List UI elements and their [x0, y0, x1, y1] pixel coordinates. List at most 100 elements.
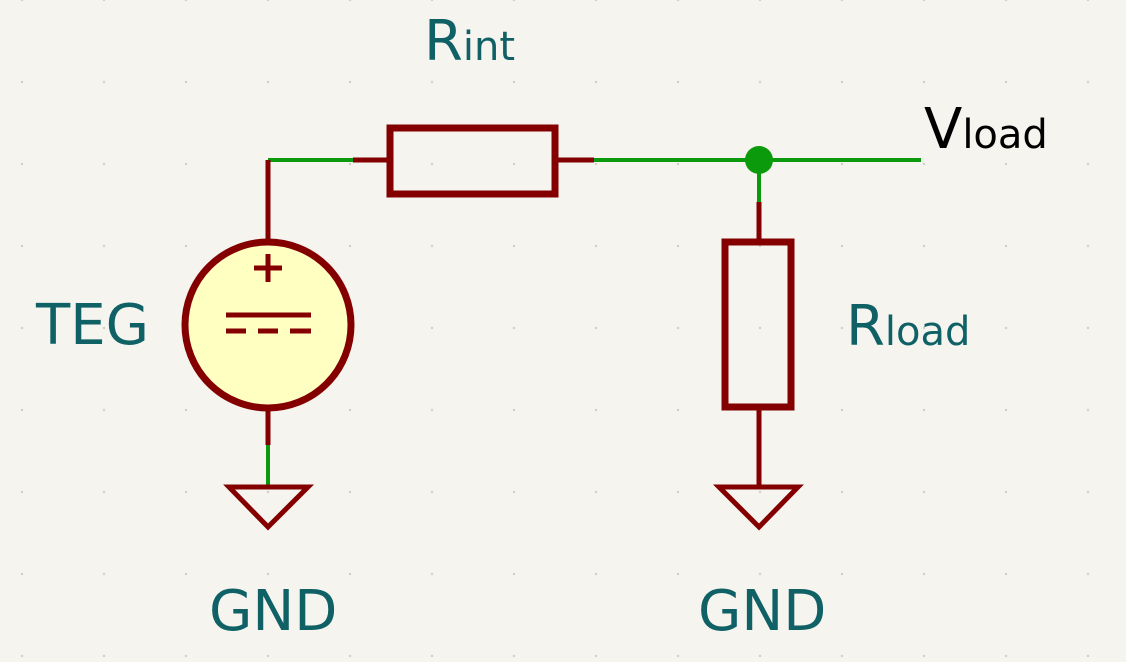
grid-dot: [430, 408, 434, 412]
grid-dot: [840, 80, 844, 84]
grid-dot: [512, 80, 516, 84]
grid-dot: [676, 572, 680, 576]
grid-dot: [1004, 244, 1008, 248]
grid-dot: [430, 0, 434, 2]
grid-dot: [840, 572, 844, 576]
grid-dot: [102, 408, 106, 412]
grid-dot: [430, 162, 434, 166]
r-int-body: [386, 124, 559, 198]
grid-dot: [512, 244, 516, 248]
grid-dot: [840, 0, 844, 2]
grid-dot: [20, 80, 24, 84]
grid-dot: [1086, 654, 1090, 658]
grid-dot: [840, 162, 844, 166]
gnd-right-symbol: [712, 484, 804, 531]
grid-dot: [594, 244, 598, 248]
grid-dot: [348, 244, 352, 248]
grid-dot: [758, 572, 762, 576]
grid-dot: [266, 572, 270, 576]
grid-dot: [102, 244, 106, 248]
grid-dot: [184, 408, 188, 412]
grid-dot: [184, 0, 188, 2]
grid-dot: [512, 408, 516, 412]
grid-dot: [348, 408, 352, 412]
grid-dot: [102, 80, 106, 84]
grid-dot: [512, 490, 516, 494]
grid-dot: [676, 654, 680, 658]
grid-dot: [676, 80, 680, 84]
grid-dot: [840, 244, 844, 248]
grid-dot: [512, 326, 516, 330]
grid-dot: [512, 162, 516, 166]
grid-dot: [512, 654, 516, 658]
gnd-left-symbol: [223, 484, 315, 531]
grid-dot: [1004, 80, 1008, 84]
grid-dot: [758, 80, 762, 84]
grid-dot: [430, 490, 434, 494]
r-int-label-main: R: [424, 9, 463, 74]
teg-plus-sign: [254, 254, 282, 282]
grid-dot: [102, 654, 106, 658]
grid-dot: [1086, 0, 1090, 2]
grid-dot: [20, 572, 24, 576]
grid-dot: [922, 162, 926, 166]
grid-dot: [922, 408, 926, 412]
grid-dot: [594, 0, 598, 2]
gnd-right-label: GND: [698, 579, 826, 644]
grid-dot: [1086, 326, 1090, 330]
grid-dot: [840, 490, 844, 494]
r-int-label: Rint: [424, 9, 515, 74]
v-load-label-sub: load: [962, 112, 1048, 158]
grid-dot: [184, 654, 188, 658]
grid-dot: [184, 162, 188, 166]
grid-dot: [758, 490, 762, 494]
grid-dot: [594, 490, 598, 494]
grid-dot: [1004, 162, 1008, 166]
grid-dot: [922, 654, 926, 658]
grid-dot: [1004, 654, 1008, 658]
grid-dot: [676, 490, 680, 494]
grid-dot: [676, 244, 680, 248]
grid-dot: [1086, 408, 1090, 412]
grid-dot: [1086, 162, 1090, 166]
grid-dot: [758, 326, 762, 330]
grid-dot: [1004, 490, 1008, 494]
teg-source: [181, 160, 355, 445]
grid-dot: [430, 80, 434, 84]
grid-dot: [266, 80, 270, 84]
grid-dot: [184, 244, 188, 248]
grid-dot: [922, 326, 926, 330]
grid-dot: [430, 654, 434, 658]
grid-dot: [594, 408, 598, 412]
grid-dot: [348, 654, 352, 658]
grid-dot: [840, 408, 844, 412]
grid-dot: [676, 162, 680, 166]
grid-dot: [20, 408, 24, 412]
grid-dot: [922, 244, 926, 248]
grid-dot: [1004, 572, 1008, 576]
junction-dot: [745, 146, 773, 174]
grid-dot: [1004, 0, 1008, 2]
grid-dot: [758, 654, 762, 658]
grid-dot: [840, 654, 844, 658]
grid-dot: [1086, 80, 1090, 84]
v-load-label-main: V: [924, 97, 962, 162]
grid-dot: [266, 0, 270, 2]
grid-dot: [430, 326, 434, 330]
grid-dot: [594, 572, 598, 576]
grid-dot: [922, 490, 926, 494]
grid-dot: [348, 0, 352, 2]
grid-dot: [348, 162, 352, 166]
r-load-label-sub: load: [885, 309, 971, 355]
grid-dot: [20, 654, 24, 658]
grid-dot: [1086, 244, 1090, 248]
grid-dot: [102, 490, 106, 494]
r-int-resistor: [353, 124, 594, 198]
grid-dot: [1086, 490, 1090, 494]
grid-dot: [20, 162, 24, 166]
r-load-label: Rload: [846, 294, 970, 359]
wires: [266, 146, 921, 486]
grid-dot: [676, 326, 680, 330]
grid-dot: [922, 572, 926, 576]
